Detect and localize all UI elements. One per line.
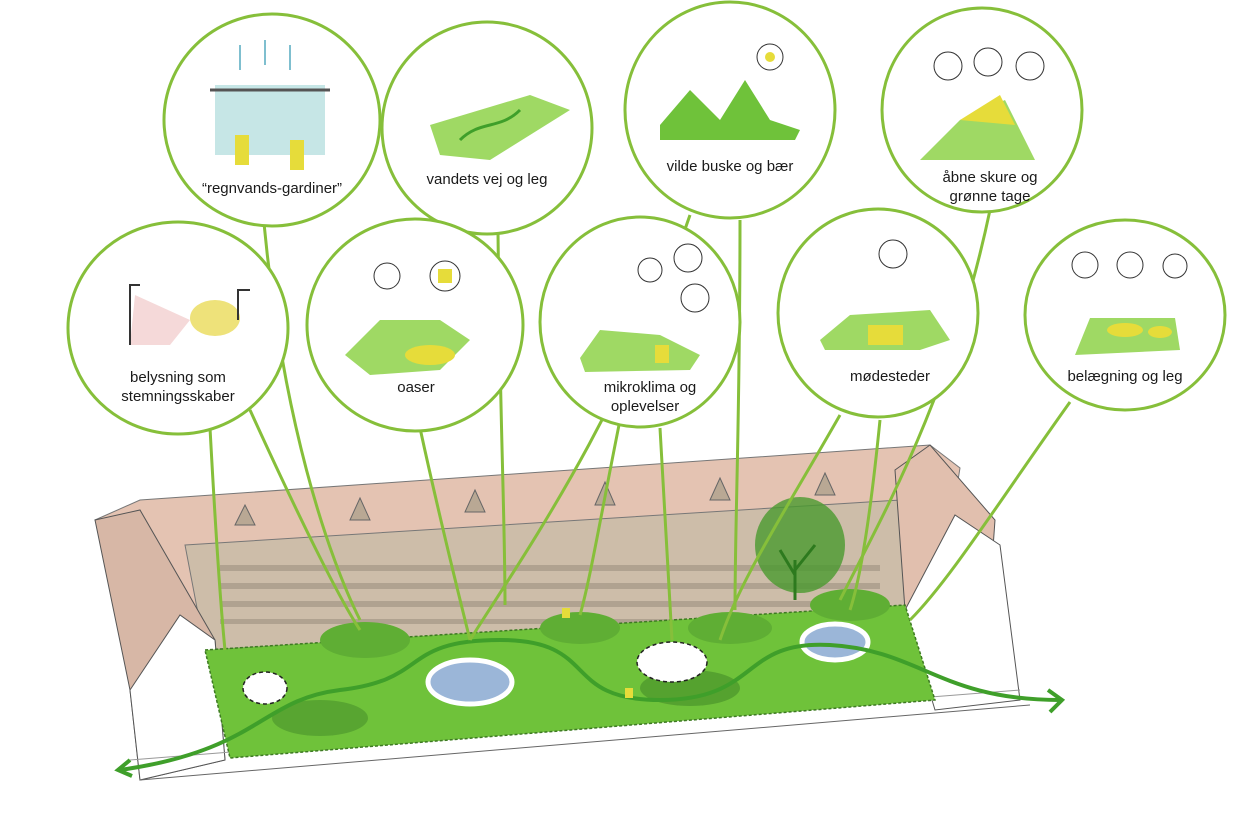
pond-open: [637, 642, 707, 682]
bubble-belaegning: belægning og leg: [1025, 220, 1225, 410]
tree-crown: [755, 497, 845, 593]
bubble-label: stemningsskaber: [121, 388, 234, 405]
bubble-label: belysning som: [130, 369, 226, 386]
pond-open: [243, 672, 287, 704]
hill: [810, 589, 890, 621]
bubble-belysning: belysning som stemningsskaber: [68, 222, 288, 434]
cutlery-bubble-icon: [879, 240, 907, 268]
bubble-label: mødesteder: [850, 368, 930, 385]
bubble-label: vandets vej og leg: [427, 171, 548, 188]
pond: [428, 660, 512, 704]
rain-curtain-icon: [215, 85, 325, 155]
bubble-vandets: vandets vej og leg: [382, 22, 592, 234]
bubble-label: oaser: [397, 379, 435, 396]
herb-bubble-icon: [674, 244, 702, 272]
play-spot-icon: [1107, 323, 1143, 337]
pond: [802, 624, 868, 660]
figure-bubble-icon: [934, 52, 962, 80]
bubble-label: grønne tage: [950, 188, 1031, 205]
leaf-bubble-icon: [681, 284, 709, 312]
figure-icon: [562, 608, 570, 618]
thought-bubble-icon: [1117, 252, 1143, 278]
bubble-label: vilde buske og bær: [667, 158, 794, 175]
figure-bubble-icon: [974, 48, 1002, 76]
oasis-pool-icon: [405, 345, 455, 365]
bubble-vilde: vilde buske og bær: [625, 2, 835, 218]
bubble-label: oplevelser: [611, 398, 679, 415]
figure-icon: [235, 135, 249, 165]
bubble-regnvands: “regnvands-gardiner”: [164, 14, 380, 226]
music-bubble-icon: [1072, 252, 1098, 278]
light-spot-icon: [190, 300, 240, 336]
figure-icon: [290, 140, 304, 170]
deck-icon: [868, 325, 903, 345]
bubble-label: “regnvands-gardiner”: [202, 180, 342, 197]
bubble-mikroklima: mikroklima og oplevelser: [540, 217, 740, 427]
figure-icon: [655, 345, 669, 363]
bubble-modesteder: mødesteder: [778, 209, 978, 417]
hill: [320, 622, 410, 658]
ball-bubble-icon: [1163, 254, 1187, 278]
play-spot-icon: [1148, 326, 1172, 338]
bubble-label: belægning og leg: [1067, 368, 1182, 385]
figure-icon: [625, 688, 633, 698]
eye-bubble-icon: [374, 263, 400, 289]
bubble-label: mikroklima og: [604, 379, 697, 396]
berry-bubble-icon: [638, 258, 662, 282]
bubble-oaser: oaser: [307, 219, 523, 431]
bubble-label: åbne skure og: [942, 169, 1037, 186]
bubble-abne: åbne skure og grønne tage: [882, 8, 1082, 212]
hill: [540, 612, 620, 644]
figure-bubble-icon: [1016, 52, 1044, 80]
